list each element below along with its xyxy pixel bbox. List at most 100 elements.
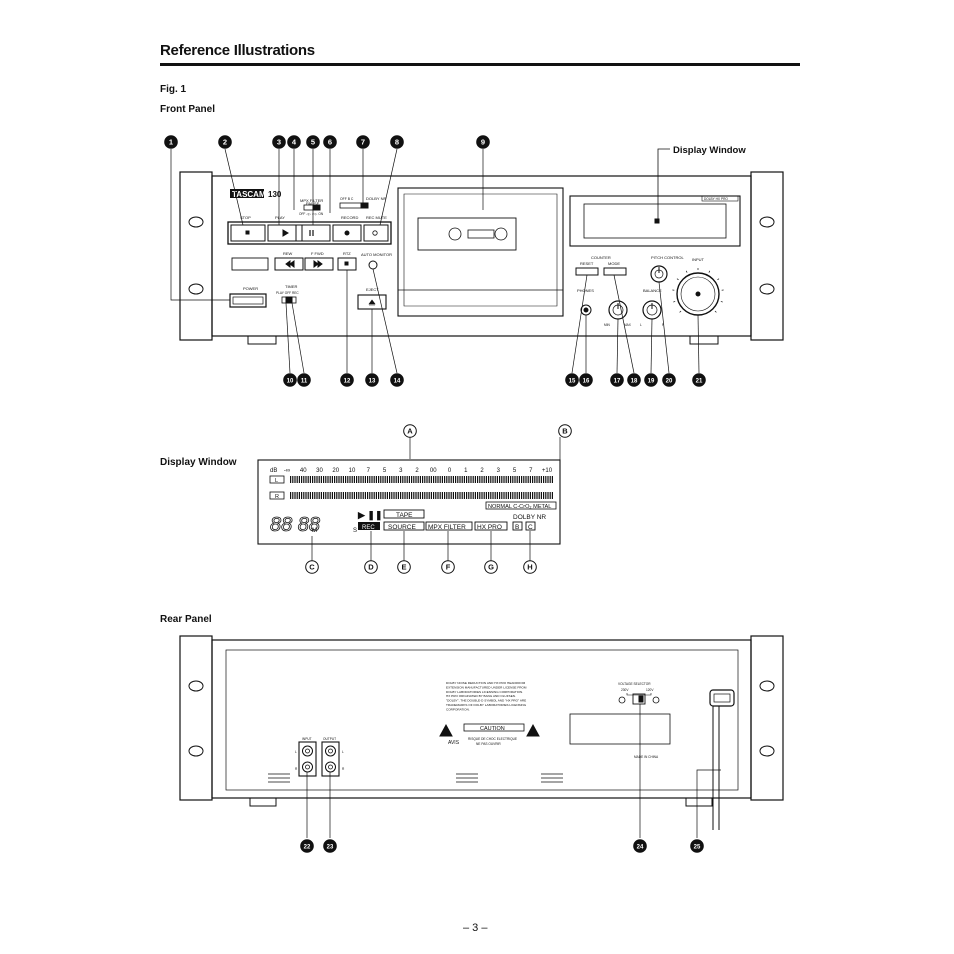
display-callout-h-badge <box>523 560 537 574</box>
channel-l-box <box>269 475 285 484</box>
power-button[interactable] <box>229 293 267 308</box>
front-panel-body <box>211 175 752 337</box>
meter-segment <box>316 476 318 483</box>
front-callout-5-badge <box>306 135 320 149</box>
callout-17-leader <box>616 318 619 374</box>
meter-segment <box>439 492 441 499</box>
meter-segment <box>450 492 452 499</box>
front-callout-17-number: 17 <box>614 379 621 385</box>
db-scale-label: +10 <box>542 468 553 474</box>
front-callout-15: 15 <box>565 373 579 387</box>
meter-segment <box>371 492 373 499</box>
meter-segment <box>294 492 296 499</box>
meter-segment <box>323 476 325 483</box>
meter-segment <box>406 492 408 499</box>
meter-segment <box>514 492 516 499</box>
meter-segment <box>314 492 316 499</box>
meter-segment <box>459 492 461 499</box>
front-callout-2-number: 2 <box>223 138 227 147</box>
meter-segment <box>518 476 520 483</box>
meter-segment <box>325 476 327 483</box>
meter-segment <box>318 492 320 499</box>
output-r-jack[interactable] <box>325 761 336 773</box>
meter-segment <box>316 492 318 499</box>
play-label: PLAY <box>275 215 285 220</box>
meter-segment <box>292 492 294 499</box>
input-l-jack[interactable] <box>302 745 313 757</box>
meter-segment <box>492 492 494 499</box>
rew-button[interactable] <box>274 257 304 271</box>
meter-segment <box>301 476 303 483</box>
display-callout-a-badge <box>403 424 417 438</box>
input-scale-tick <box>720 301 723 303</box>
dolby-notice-line: CORPORATION. <box>446 707 470 711</box>
tape-type-box <box>485 501 557 510</box>
meter-segment <box>402 492 404 499</box>
rear-panel-inner <box>225 649 739 791</box>
meter-segment <box>547 492 549 499</box>
front-callout-6-badge <box>323 135 337 149</box>
vent-center-right <box>541 773 563 783</box>
front-callout-2: 2 <box>218 135 232 149</box>
dolby-notice-line: DOLBY LABORATORIES LICENSING CORPORATION… <box>446 690 523 694</box>
meter-segment <box>490 492 492 499</box>
caution-triangle-left <box>439 723 453 737</box>
record-button[interactable] <box>332 224 362 242</box>
input-scale-tick <box>717 278 720 281</box>
play-button[interactable] <box>267 224 303 242</box>
meter-segment <box>527 476 529 483</box>
meter-segment <box>503 492 505 499</box>
meter-segment <box>543 492 545 499</box>
rear-callout-23-badge <box>323 839 337 853</box>
meter-segment <box>395 492 397 499</box>
dolby-nr-indicator: DOLBY NR <box>513 514 546 521</box>
figure-label: Fig. 1 <box>160 84 187 95</box>
display-window-frame <box>569 195 741 247</box>
meter-segment <box>327 476 329 483</box>
meter-segment <box>452 476 454 483</box>
meter-segment <box>329 476 331 483</box>
front-callout-9: 9 <box>476 135 490 149</box>
db-scale-label: 00 <box>430 468 437 474</box>
meter-segment <box>305 476 307 483</box>
meter-segment <box>393 492 395 499</box>
rear-callout-23: 23 <box>323 839 337 853</box>
meter-segment <box>428 476 430 483</box>
f-fwd-button[interactable] <box>304 257 334 271</box>
meter-segment <box>479 492 481 499</box>
meter-segment <box>496 476 498 483</box>
meter-segment <box>325 492 327 499</box>
meter-segment <box>551 476 553 483</box>
tape-indicator: TAPE <box>396 512 413 519</box>
meter-segment <box>457 476 459 483</box>
stop-button[interactable] <box>230 224 266 242</box>
meter-segment <box>463 492 465 499</box>
meter-segment <box>367 492 369 499</box>
front-callout-17: 17 <box>610 373 624 387</box>
rec-mute-button[interactable] <box>363 224 389 242</box>
input-r-jack[interactable] <box>302 761 313 773</box>
meter-segment <box>461 476 463 483</box>
meter-segment <box>455 492 457 499</box>
voltage-selector-switch[interactable] <box>632 693 646 705</box>
input-scale-tick <box>714 310 717 313</box>
meter-segment <box>474 492 476 499</box>
cassette-tape-window <box>467 229 495 239</box>
output-l-jack[interactable] <box>325 745 336 757</box>
meter-segment <box>435 476 437 483</box>
meter-segment <box>362 492 364 499</box>
caution-box <box>463 723 525 732</box>
meter-segment <box>375 476 377 483</box>
input-scale-tick <box>673 301 676 303</box>
meter-segment <box>356 476 358 483</box>
meter-segment <box>481 492 483 499</box>
front-callout-1-number: 1 <box>169 138 173 147</box>
front-callout-20-number: 20 <box>666 379 673 385</box>
display-callout-leaders <box>311 531 531 561</box>
counter-mode-button[interactable] <box>603 267 627 276</box>
front-callout-18-number: 18 <box>631 379 638 385</box>
display-callout-a: A <box>403 424 417 438</box>
meter-segment <box>314 476 316 483</box>
